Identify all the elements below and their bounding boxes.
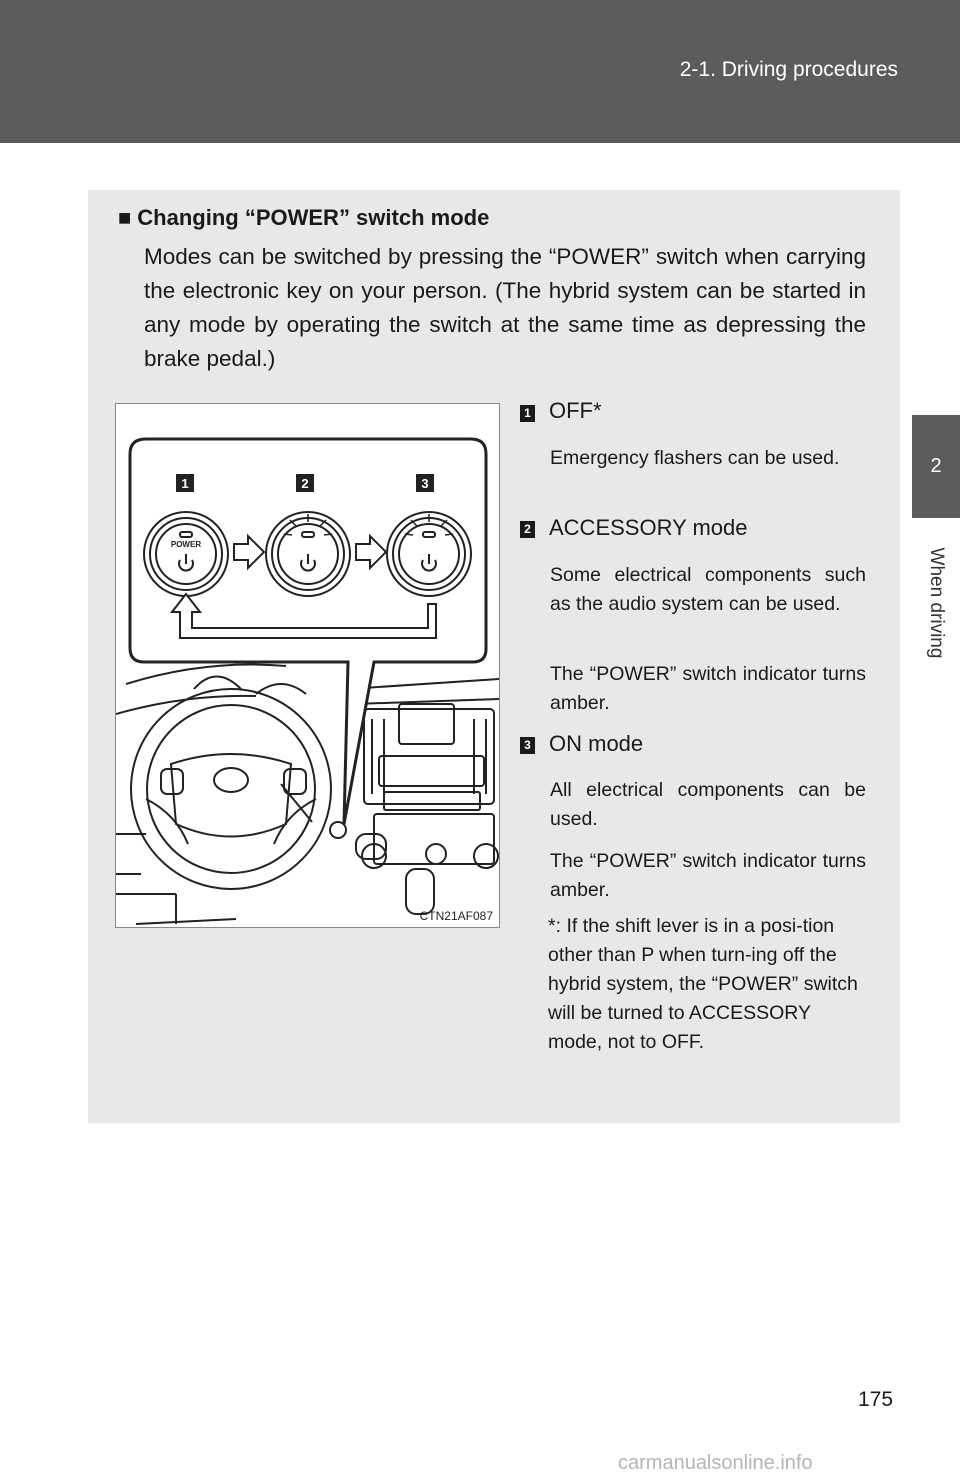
callout-2: 2	[301, 476, 308, 491]
heading-text: Changing “POWER” switch mode	[137, 205, 490, 230]
callout-3: 3	[421, 476, 428, 491]
chapter-tab-label: When driving	[926, 547, 947, 659]
power-label: POWER	[171, 540, 201, 549]
illustration: 1 2 3	[115, 437, 500, 925]
page-header: 2-1. Driving procedures	[0, 0, 960, 143]
callout-1: 1	[181, 476, 188, 491]
item-2-title: ACCESSORY mode	[549, 515, 748, 540]
power-switch-figure: 1 2 3	[115, 403, 500, 928]
watermark: carmanualsonline.info	[618, 1452, 813, 1474]
item-1-badge: 1	[520, 405, 535, 422]
page-number: 175	[858, 1388, 894, 1411]
heading-bullet: ■	[118, 205, 132, 230]
item-2-desc-1: Some electrical components such as the a…	[550, 564, 866, 615]
footnote-marker: *:	[548, 915, 562, 937]
item-3-badge: 3	[520, 737, 535, 754]
item-2-badge: 2	[520, 521, 535, 538]
section-title: 2-1. Driving procedures	[679, 58, 898, 81]
item-2-desc-2: The “POWER” switch indicator turns amber…	[550, 663, 866, 714]
item-1-desc: Emergency flashers can be used.	[550, 447, 840, 469]
chapter-tab-number: 2	[912, 415, 960, 518]
item-1-title: OFF*	[549, 398, 602, 423]
item-3-title: ON mode	[549, 731, 644, 756]
item-3-desc-1: All electrical components can be used.	[550, 779, 866, 830]
intro-paragraph: Modes can be switched by pressing the “P…	[144, 244, 866, 371]
box-heading: ■Changing “POWER” switch mode	[118, 205, 489, 231]
item-3-desc-2: The “POWER” switch indicator turns amber…	[550, 850, 866, 901]
figure-caption: CTN21AF087	[419, 909, 493, 923]
footnote: *: If the shift lever is in a posi-tion …	[548, 912, 866, 1057]
chapter-tab: When driving	[912, 518, 960, 688]
footnote-text: If the shift lever is in a posi-tion oth…	[548, 915, 858, 1053]
